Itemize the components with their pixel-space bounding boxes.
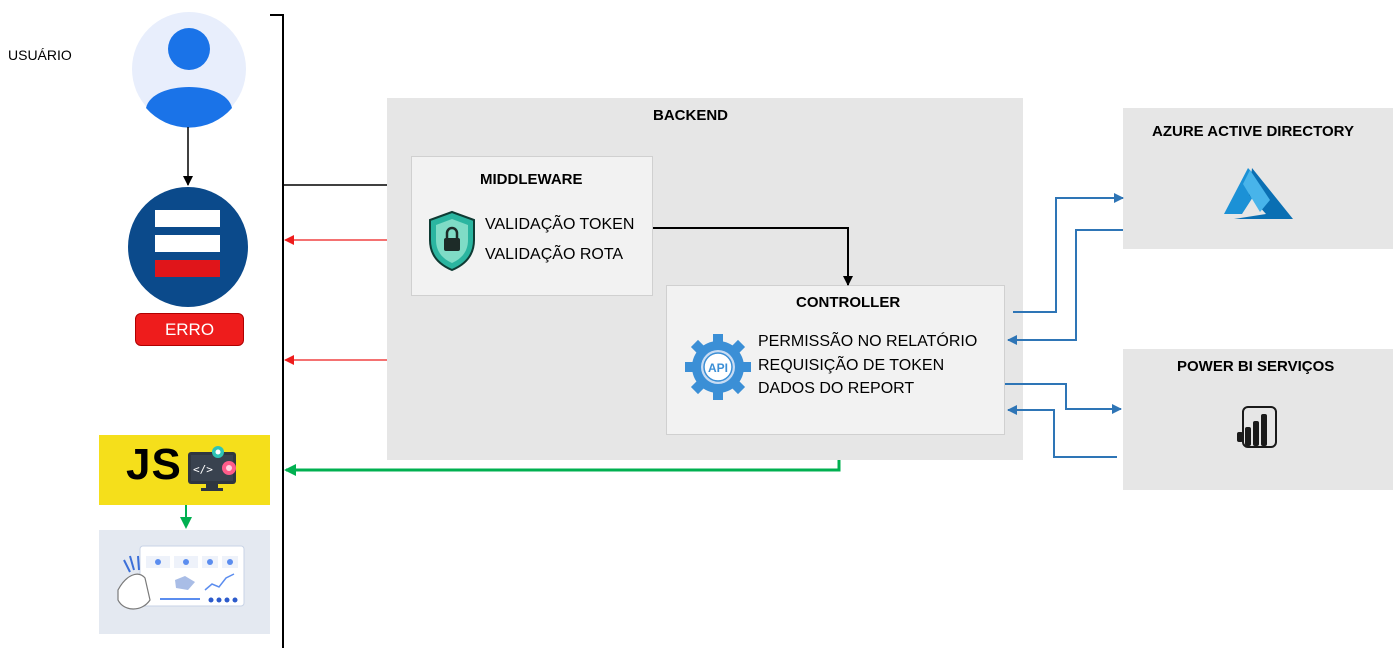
controller-title: CONTROLLER [796,294,901,311]
user-avatar-icon [132,12,246,128]
controller-item: PERMISSÃO NO RELATÓRIO [758,333,978,350]
middleware-title: MIDDLEWARE [480,171,583,188]
middleware-item: VALIDAÇÃO TOKEN [485,216,635,233]
backend-title: BACKEND [653,107,728,124]
middleware-item: VALIDAÇÃO ROTA [485,246,624,263]
error-window-icon [128,187,248,307]
error-badge: ERRO [135,313,244,346]
azure-ad-title: AZURE ACTIVE DIRECTORY [1152,123,1354,140]
js-label: JS [126,440,182,489]
js-block [99,435,270,505]
user-label: USUÁRIO [8,47,72,63]
frontend-divider [270,14,284,648]
controller-item: REQUISIÇÃO DE TOKEN [758,357,945,374]
controller-item: DADOS DO REPORT [758,380,915,397]
powerbi-title: POWER BI SERVIÇOS [1177,358,1335,375]
dashboard-report-icon [99,530,270,634]
